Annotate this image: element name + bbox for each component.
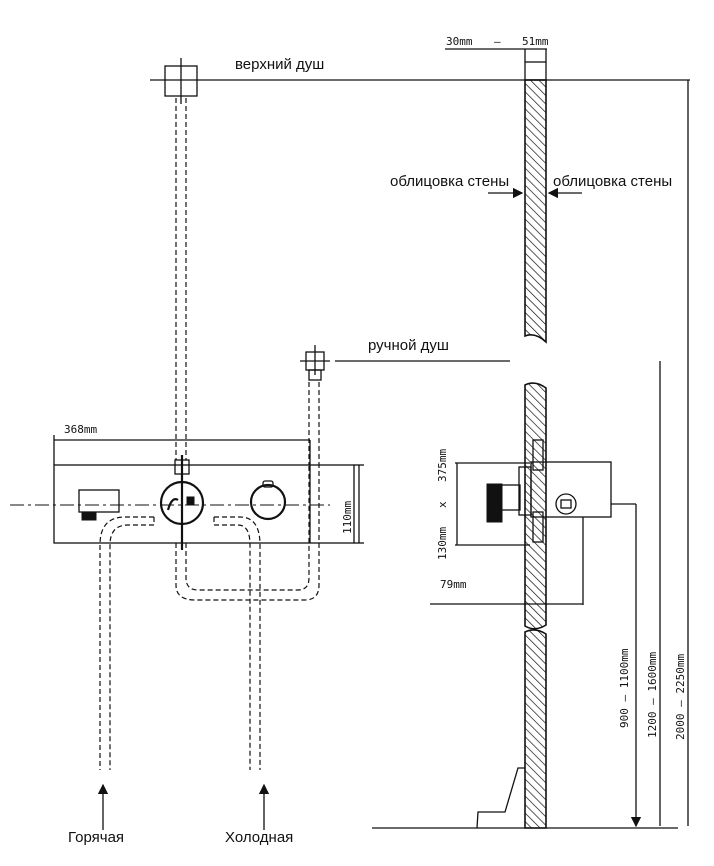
box-depth-label: 79mm	[440, 578, 467, 591]
wall-cladding-left-label: облицовка стены	[390, 173, 509, 190]
wall-section-middle	[524, 382, 547, 630]
wall-thickness-max-label: 51mm	[522, 35, 549, 48]
top-shower-connector	[150, 58, 690, 104]
top-shower-label: верхний душ	[235, 56, 324, 73]
wall-thickness-min-label: 30mm	[446, 35, 473, 48]
mixer-control-icon	[159, 455, 205, 550]
diverter-icon	[78, 489, 120, 521]
box-width-label: 130mm	[436, 527, 449, 560]
top-shower-pipe	[175, 98, 187, 460]
hand-shower-label: ручной душ	[368, 337, 449, 354]
mixer-height-label: 900 — 1100mm	[618, 648, 631, 728]
box-x-label: x	[436, 501, 449, 508]
mixer-body-side-icon	[486, 439, 636, 605]
hand-shower-height-label: 1200 — 1600mm	[646, 652, 659, 738]
front-view: верхний душ ручной душ 368mm	[10, 56, 690, 846]
side-view: 30mm — 51mm облицовка стены облицовка ст…	[372, 35, 689, 829]
thermostat-icon	[249, 480, 287, 521]
cold-water-label: Холодная	[225, 829, 293, 846]
bathtub-profile	[476, 767, 525, 829]
box-height-label: 375mm	[436, 449, 449, 482]
hand-shower-pipe	[308, 382, 320, 465]
top-shower-height-label: 2000 — 2250mm	[674, 654, 687, 740]
wall-section-lower	[524, 629, 547, 829]
panel-width-label: 368mm	[64, 423, 97, 436]
mixer-panel	[53, 464, 355, 544]
wall-section-upper	[524, 79, 547, 344]
hand-shower-connector	[300, 345, 510, 381]
panel-height-label: 110mm	[341, 501, 354, 534]
wall-cladding-right-label: облицовка стены	[553, 173, 672, 190]
wall-thickness-sep: —	[494, 35, 501, 48]
hot-water-label: Горячая	[68, 829, 124, 846]
